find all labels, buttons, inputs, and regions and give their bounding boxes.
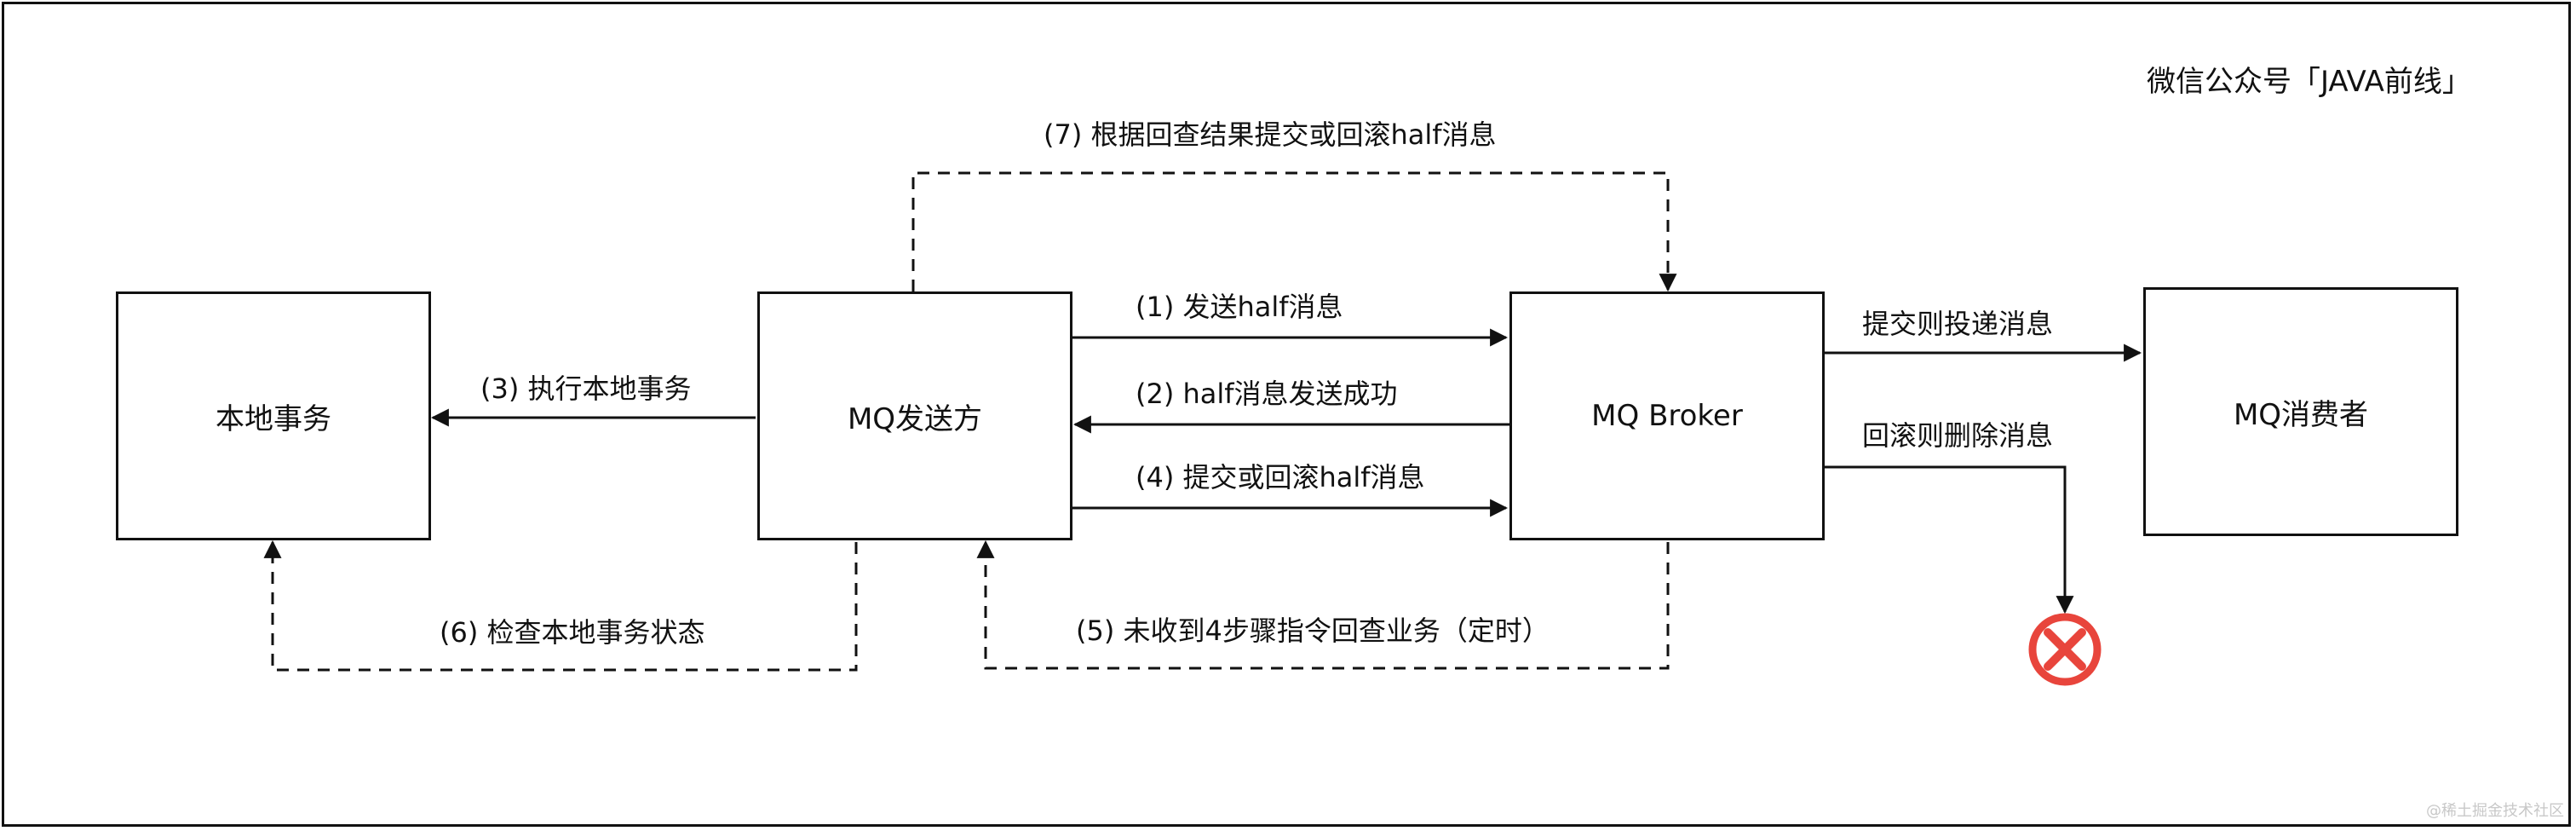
edge-step6 [263,540,858,672]
label-step4: (4) 提交或回滚half消息 [1136,461,1425,493]
delete-icon [2028,613,2102,686]
watermark-text: 微信公众号「JAVA前线」 [2147,65,2471,99]
node-mq-producer: MQ发送方 [757,291,1072,540]
node-mq-consumer-label: MQ消费者 [2233,397,2369,432]
label-step5: (5) 未收到4步骤指令回查业务（定时） [1076,615,1550,647]
edge-step7 [911,171,1677,292]
label-step7: (7) 根据回查结果提交或回滚half消息 [1044,118,1497,151]
label-rollback-delete: 回滚则删除消息 [1862,419,2054,452]
node-local-transaction-label: 本地事务 [216,401,331,436]
node-mq-broker: MQ Broker [1509,291,1825,540]
node-mq-consumer: MQ消费者 [2143,287,2458,536]
label-step1: (1) 发送half消息 [1136,291,1343,323]
credit-text: @稀土掘金技术社区 [2426,802,2564,820]
node-local-transaction: 本地事务 [116,291,431,540]
label-step6: (6) 检查本地事务状态 [440,616,705,649]
label-step3: (3) 执行本地事务 [480,372,692,405]
node-mq-broker-label: MQ Broker [1591,399,1743,433]
node-mq-producer-label: MQ发送方 [847,401,983,436]
edge-step5 [976,540,1670,670]
label-commit-deliver: 提交则投递消息 [1862,308,2054,340]
label-step2: (2) half消息发送成功 [1136,378,1398,410]
edge-rollback-delete [1825,465,2074,615]
